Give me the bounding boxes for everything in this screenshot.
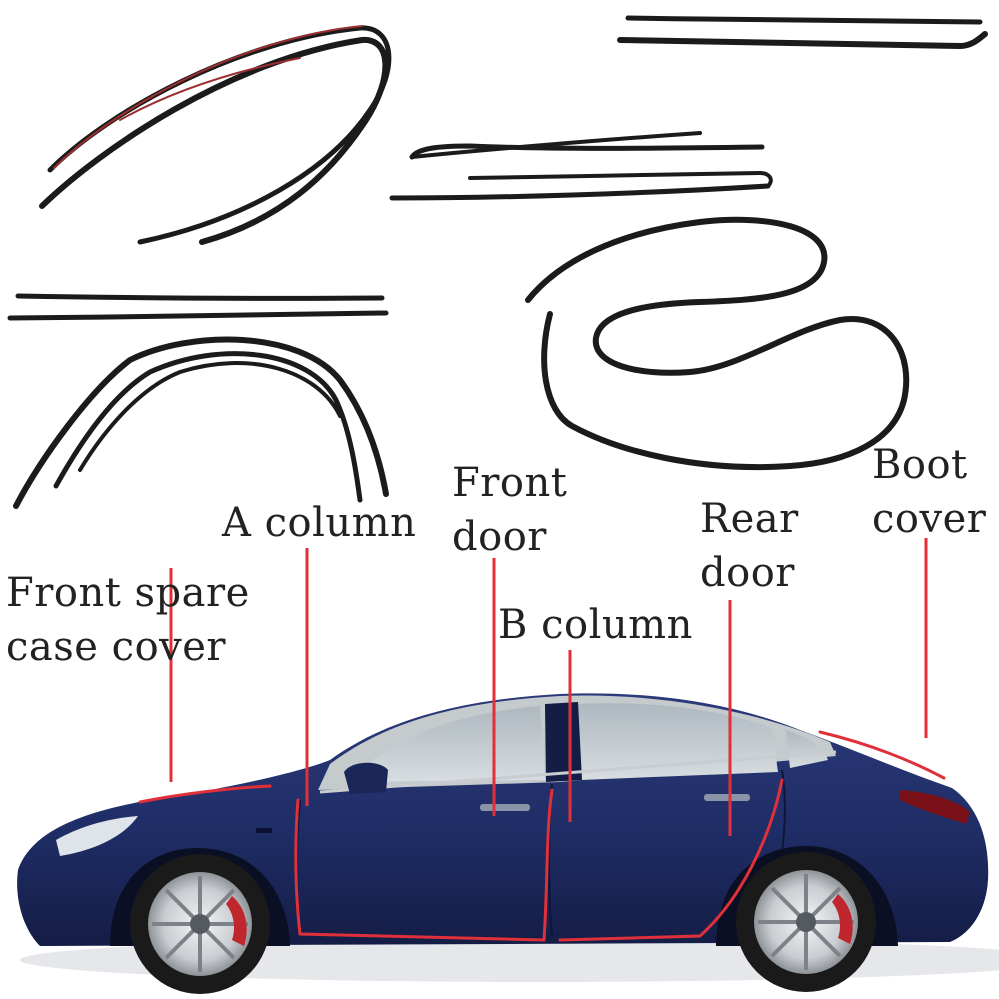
seal-strip-left-pair	[7, 293, 389, 321]
label-rear-door-line2: door	[700, 550, 795, 596]
label-a-column-text: A column	[222, 500, 417, 546]
rear-wheel	[736, 852, 876, 992]
headlight	[56, 816, 138, 856]
label-front-spare-line1: Front spare	[6, 570, 250, 616]
label-front-door-line2: door	[452, 514, 547, 560]
label-front-spare-case-cover: Front spare case cover	[6, 566, 250, 674]
leader-lines	[169, 538, 928, 836]
label-rear-door: Rear door	[700, 492, 799, 600]
label-a-column: A column	[222, 496, 416, 550]
tail-light	[900, 790, 970, 824]
label-boot-cover-line1: Boot	[872, 442, 968, 488]
seal-strip-front-hood-set	[39, 25, 392, 245]
side-mirror	[344, 762, 388, 794]
seal-strips	[7, 15, 988, 509]
seal-strip-boot-loop	[525, 216, 910, 471]
label-front-door-line1: Front	[452, 460, 568, 506]
car-seal-highlights	[138, 730, 946, 942]
car-illustration	[17, 693, 999, 994]
label-front-door: Front door	[452, 456, 567, 564]
seal-strip-top-right-pair	[617, 15, 988, 49]
front-wheel	[130, 854, 270, 994]
label-rear-door-line1: Rear	[700, 496, 799, 542]
label-front-spare-line2: case cover	[6, 624, 227, 670]
label-boot-cover-line2: cover	[872, 496, 987, 542]
label-b-column-text: B column	[498, 602, 693, 648]
seal-strip-door-arches	[13, 336, 389, 509]
label-boot-cover: Boot cover	[872, 438, 986, 546]
seal-strip-middle-set	[389, 131, 773, 201]
label-b-column: B column	[498, 598, 693, 652]
